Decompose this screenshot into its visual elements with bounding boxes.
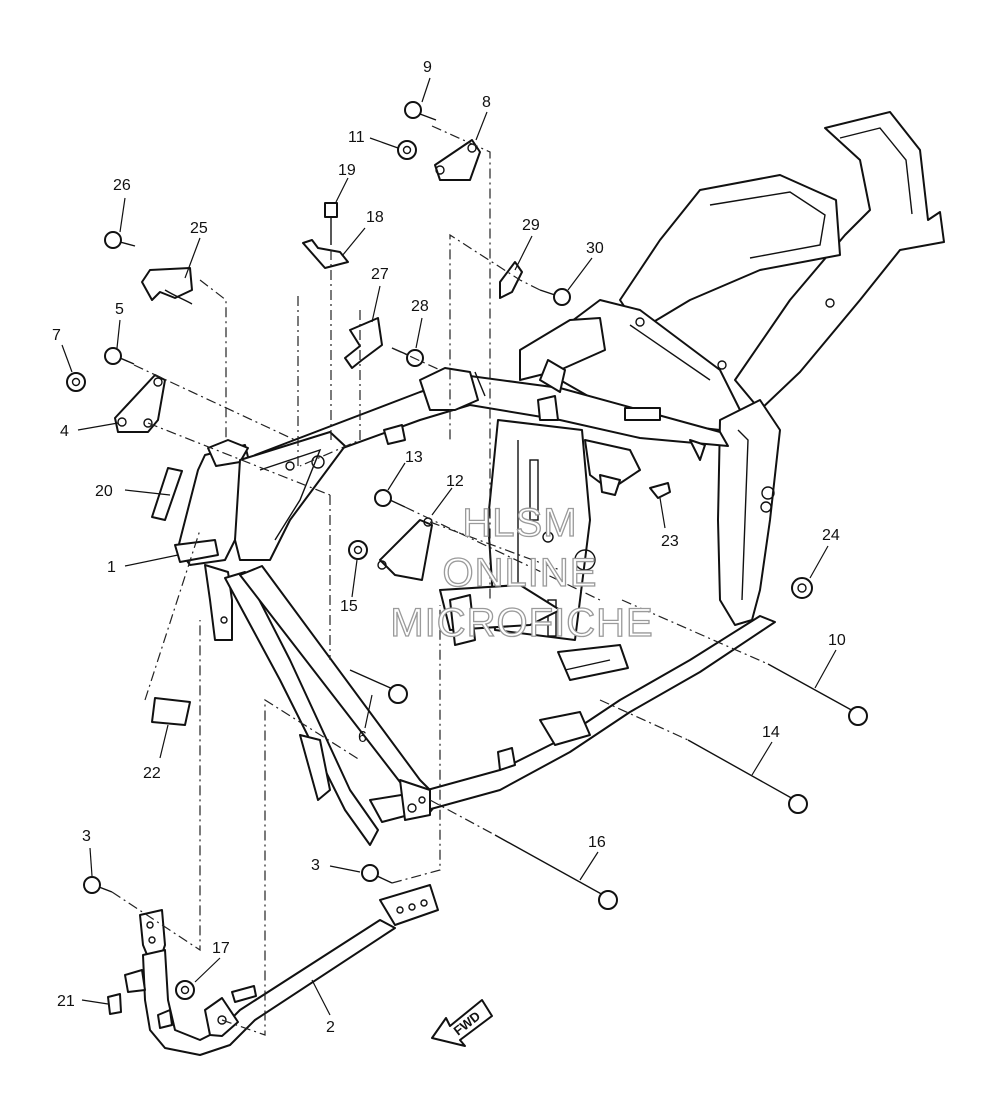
callout-1: 1 (107, 559, 116, 576)
watermark-line-2: ONLINE (443, 551, 598, 595)
callout-3-right: 3 (311, 857, 320, 874)
callout-10: 10 (828, 632, 846, 649)
callout-29: 29 (522, 217, 540, 234)
callout-14: 14 (762, 724, 780, 741)
main-frame-tubes (254, 317, 729, 479)
watermark-line-3: MICROFICHE (390, 601, 653, 645)
callout-27: 27 (371, 266, 389, 283)
callout-16: 16 (588, 834, 606, 851)
callout-18: 18 (366, 209, 384, 226)
callout-17: 17 (212, 940, 230, 957)
steering-head (174, 431, 346, 566)
callout-15: 15 (340, 598, 358, 615)
callout-25: 25 (190, 220, 208, 237)
callout-23: 23 (661, 533, 679, 550)
rear-upright (717, 399, 781, 626)
callout-9: 9 (423, 59, 432, 76)
callout-19: 19 (338, 162, 356, 179)
callout-24: 24 (822, 527, 840, 544)
callout-22: 22 (143, 765, 161, 782)
callout-12: 12 (446, 473, 464, 490)
center-plates (439, 419, 706, 646)
callout-3-left: 3 (82, 828, 91, 845)
callout-21: 21 (57, 993, 75, 1010)
callout-13: 13 (405, 449, 423, 466)
callout-28: 28 (411, 298, 429, 315)
callout-20: 20 (95, 483, 113, 500)
lower-rails (369, 615, 776, 823)
watermark: HLSM ONLINE MICROFICHE (390, 500, 654, 645)
watermark-line-1: HLSM (462, 501, 577, 545)
callout-4: 4 (60, 423, 69, 440)
forward-arrow-icon: FWD (431, 999, 493, 1047)
front-down-tube (124, 884, 439, 1056)
callout-30: 30 (586, 240, 604, 257)
callout-5: 5 (115, 301, 124, 318)
callout-8: 8 (482, 94, 491, 111)
fasteners (66, 101, 868, 1000)
callout-26: 26 (113, 177, 131, 194)
callout-6: 6 (358, 729, 367, 746)
alignment-lines (111, 125, 769, 1036)
brackets (107, 139, 671, 1015)
callout-7: 7 (52, 327, 61, 344)
callout-labels: 9 8 11 19 18 26 25 27 28 29 30 5 7 4 20 … (52, 59, 846, 1036)
callout-2: 2 (326, 1019, 335, 1036)
callout-11: 11 (348, 129, 365, 146)
rear-frame-section (539, 111, 945, 431)
leader-lines (61, 77, 837, 1016)
